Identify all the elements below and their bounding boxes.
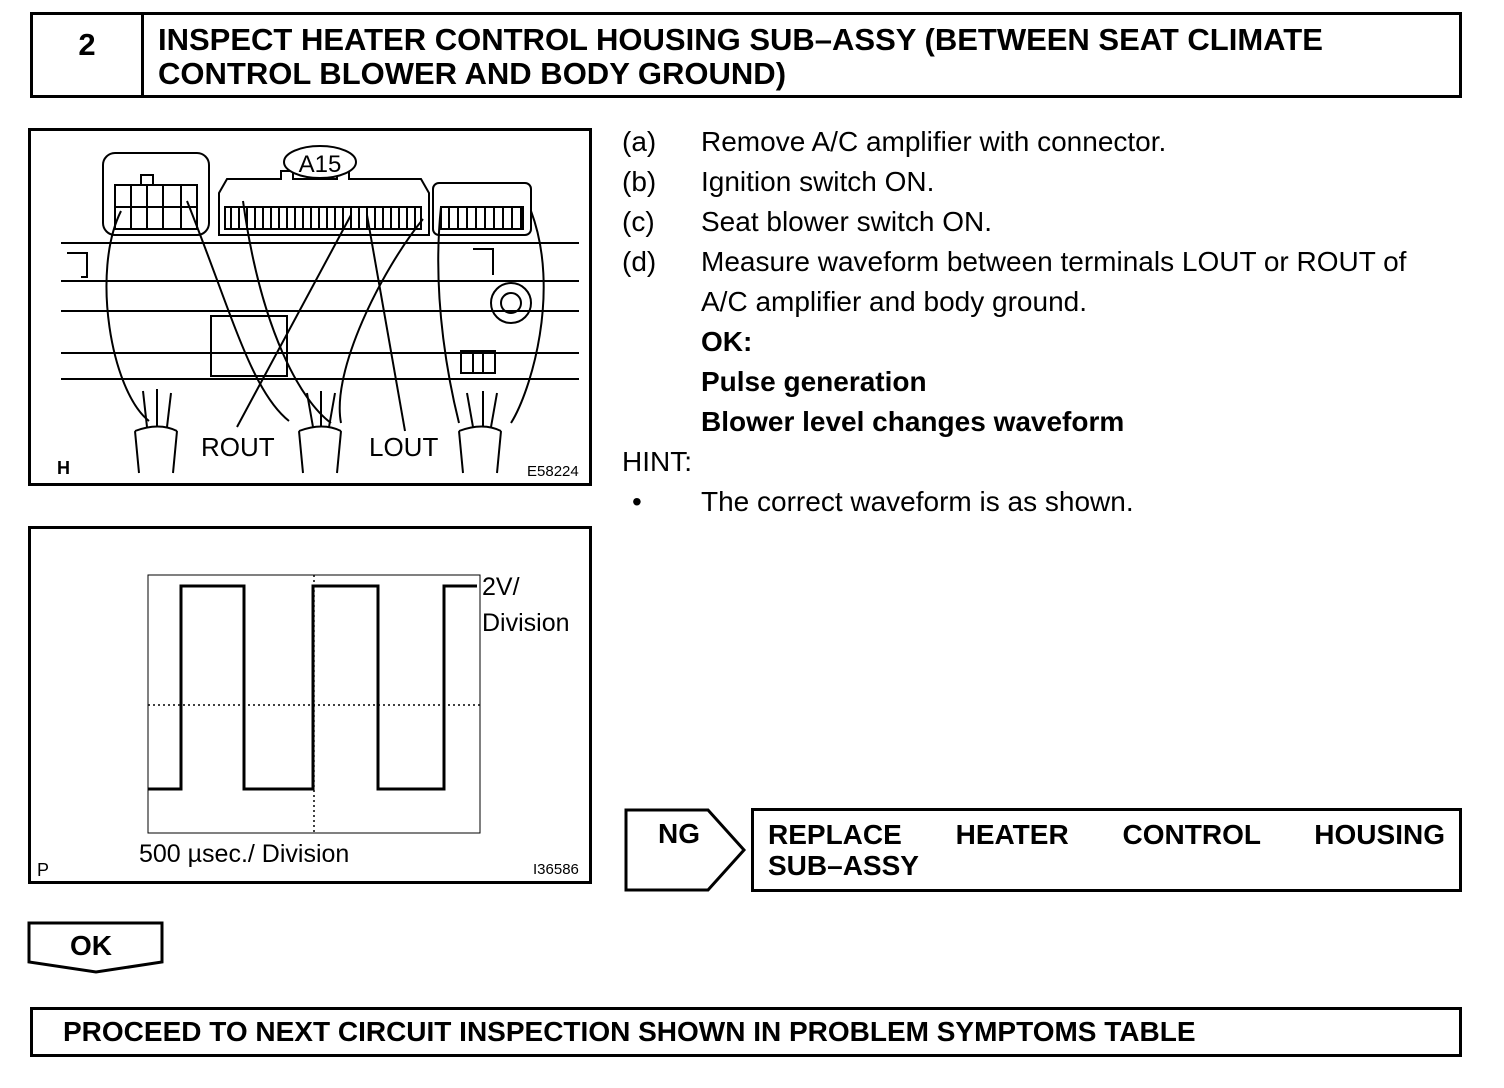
- step-b: (b) Ignition switch ON.: [622, 162, 1482, 202]
- ng-tag-label: NG: [658, 818, 700, 849]
- ng-action-line2: SUB–ASSY: [768, 850, 919, 881]
- step-c: (c) Seat blower switch ON.: [622, 202, 1482, 242]
- connector-code-label: A15: [299, 151, 342, 178]
- step-text: Remove A/C amplifier with connector.: [701, 126, 1167, 157]
- connector-illustration: A15 ROUT LOUT H E58224: [28, 128, 592, 486]
- ok-heading: OK:: [701, 326, 753, 357]
- waveform-corner-letter: P: [37, 860, 49, 880]
- step-number: 2: [30, 12, 144, 98]
- lout-label: LOUT: [369, 432, 438, 462]
- step-label: (a): [622, 126, 657, 157]
- bullet: •: [632, 486, 642, 517]
- waveform-figure: 2V/ Division 500 µsec./ Division P I3658…: [28, 526, 592, 884]
- ok-tag-arrow: [27, 921, 164, 974]
- voltage-scale-line2: Division: [482, 609, 570, 637]
- ng-action-box: REPLACE HEATER CONTROL HOUSING SUB–ASSY: [751, 808, 1462, 892]
- ok-criterion: Blower level changes waveform: [701, 406, 1125, 437]
- step-title: INSPECT HEATER CONTROL HOUSING SUB–ASSY …: [141, 12, 1462, 98]
- figure-corner-letter: H: [57, 458, 70, 478]
- next-action-text: PROCEED TO NEXT CIRCUIT INSPECTION SHOWN…: [63, 1016, 1196, 1047]
- hint-text: The correct waveform is as shown.: [701, 486, 1134, 517]
- procedure-steps: (a) Remove A/C amplifier with connector.…: [622, 122, 1482, 522]
- step-label: (d): [622, 246, 657, 277]
- step-d: (d) Measure waveform between terminals L…: [622, 242, 1482, 282]
- ok-criterion: Pulse generation: [701, 366, 927, 397]
- hint-heading: HINT:: [622, 446, 692, 477]
- connector-drawing: A15 ROUT LOUT H E58224: [57, 145, 579, 480]
- step-text: Seat blower switch ON.: [701, 206, 992, 237]
- step-text: Measure waveform between terminals LOUT …: [701, 246, 1407, 277]
- waveform-figure-code: I36586: [533, 861, 579, 878]
- voltage-scale-line1: 2V/: [482, 573, 520, 601]
- step-label: (c): [622, 206, 655, 237]
- ng-action-line1: REPLACE HEATER CONTROL HOUSING: [768, 819, 1445, 850]
- step-text: A/C amplifier and body ground.: [701, 286, 1087, 317]
- hint-item: • The correct waveform is as shown.: [622, 482, 1482, 522]
- step-label: (b): [622, 166, 657, 197]
- step-title-line1: INSPECT HEATER CONTROL HOUSING SUB–ASSY …: [158, 22, 1323, 57]
- step-d-continued: A/C amplifier and body ground.: [622, 282, 1482, 322]
- step-a: (a) Remove A/C amplifier with connector.: [622, 122, 1482, 162]
- time-scale-label: 500 µsec./ Division: [139, 840, 349, 868]
- figure-code: E58224: [527, 463, 579, 480]
- ng-tag-arrow: [624, 808, 747, 892]
- next-action-box: PROCEED TO NEXT CIRCUIT INSPECTION SHOWN…: [30, 1007, 1462, 1057]
- ok-tag-label: OK: [70, 930, 112, 961]
- step-title-line2: CONTROL BLOWER AND BODY GROUND): [158, 56, 787, 91]
- oscilloscope-waveform: 2V/ Division 500 µsec./ Division P I3658…: [37, 573, 579, 880]
- rout-label: ROUT: [201, 432, 275, 462]
- step-text: Ignition switch ON.: [701, 166, 935, 197]
